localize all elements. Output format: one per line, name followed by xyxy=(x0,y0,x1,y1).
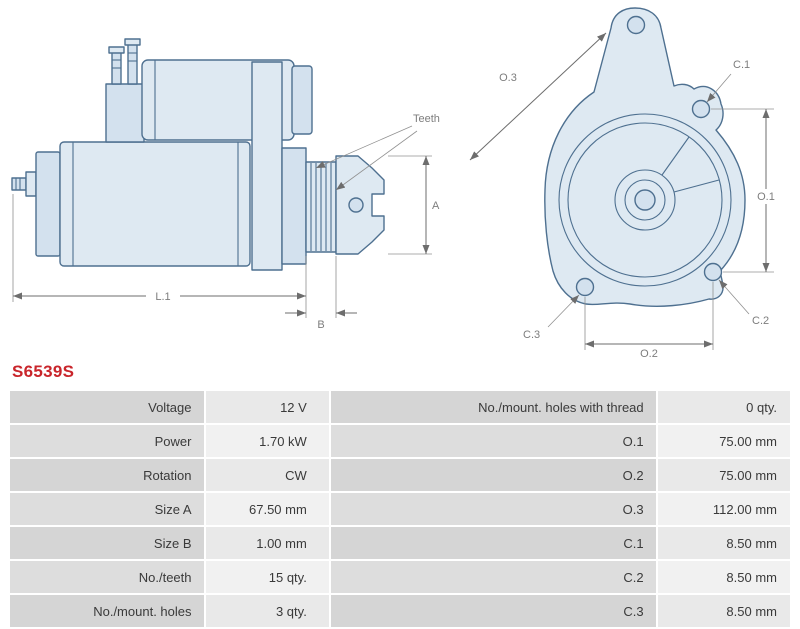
table-row: Voltage 12 V No./mount. holes with threa… xyxy=(10,391,790,423)
spec-label-left: Size B xyxy=(10,527,204,559)
dim-label-b: B xyxy=(317,319,324,331)
teeth-callout: Teeth xyxy=(315,113,440,191)
spec-value-left: 1.00 mm xyxy=(205,527,329,559)
spec-label-right: O.3 xyxy=(330,493,656,525)
dim-label-o3: O.3 xyxy=(499,72,517,84)
drive-housing xyxy=(251,61,307,271)
dimension-O1: O.1 xyxy=(711,108,783,273)
shaft-center xyxy=(634,189,656,211)
spec-label-left: Voltage xyxy=(10,391,204,423)
dim-label-l1: L.1 xyxy=(155,291,170,303)
table-row: No./teeth 15 qty. C.2 8.50 mm xyxy=(10,561,790,593)
table-row: Size B 1.00 mm C.1 8.50 mm xyxy=(10,527,790,559)
mount-hole-c3 xyxy=(575,277,595,297)
starter-motor-drawing: A L.1 B Teeth xyxy=(11,7,783,358)
dimension-C3: C.3 xyxy=(523,294,580,341)
table-row: Size A 67.50 mm O.3 112.00 mm xyxy=(10,493,790,525)
front-view: O.3 C.1 O.1 C.2 C.3 O.2 xyxy=(469,7,783,358)
rear-end-cap xyxy=(35,151,61,257)
nose-bracket xyxy=(335,155,385,255)
dim-label-c3: C.3 xyxy=(523,329,540,341)
spec-label-right: C.1 xyxy=(330,527,656,559)
dimension-C2: C.2 xyxy=(718,279,769,327)
spec-value-right: 112.00 mm xyxy=(657,493,790,525)
flange-circles xyxy=(558,113,732,287)
spec-value-left: 67.50 mm xyxy=(205,493,329,525)
mount-hole-c1 xyxy=(691,99,711,119)
spec-value-right: 8.50 mm xyxy=(657,527,790,559)
mount-hole-top xyxy=(626,15,646,35)
mount-hole-c2 xyxy=(703,262,723,282)
dimension-L1: L.1 xyxy=(12,194,307,318)
spec-value-right: 8.50 mm xyxy=(657,561,790,593)
spec-label-left: No./mount. holes xyxy=(10,595,204,627)
dim-label-c1: C.1 xyxy=(733,59,750,71)
sector-lines xyxy=(661,136,720,193)
pinion-gear xyxy=(305,161,337,253)
mounting-flange xyxy=(544,7,746,307)
dim-label-a: A xyxy=(432,200,440,212)
spec-label-right: C.2 xyxy=(330,561,656,593)
dimension-A: A xyxy=(388,155,440,255)
table-row: No./mount. holes 3 qty. C.3 8.50 mm xyxy=(10,595,790,627)
spec-value-right: 8.50 mm xyxy=(657,595,790,627)
spec-label-right: O.2 xyxy=(330,459,656,491)
spec-value-right: 75.00 mm xyxy=(657,459,790,491)
spec-label-right: C.3 xyxy=(330,595,656,627)
dimension-B: B xyxy=(285,256,357,331)
spec-label-left: No./teeth xyxy=(10,561,204,593)
dim-label-teeth: Teeth xyxy=(413,113,440,125)
technical-drawing: A L.1 B Teeth xyxy=(11,7,783,358)
spec-label-left: Size A xyxy=(10,493,204,525)
side-view: A L.1 B Teeth xyxy=(11,38,440,331)
spec-value-left: 3 qty. xyxy=(205,595,329,627)
spec-value-right: 75.00 mm xyxy=(657,425,790,457)
spec-label-right: O.1 xyxy=(330,425,656,457)
dimension-O3: O.3 xyxy=(469,32,607,161)
rear-terminal-stud xyxy=(11,171,37,197)
spec-value-left: CW xyxy=(205,459,329,491)
dim-label-o2: O.2 xyxy=(640,348,658,358)
dim-label-o1: O.1 xyxy=(757,191,775,203)
spec-table: Voltage 12 V No./mount. holes with threa… xyxy=(8,389,792,629)
table-row: Rotation CW O.2 75.00 mm xyxy=(10,459,790,491)
dimension-C1: C.1 xyxy=(706,59,750,103)
spec-value-left: 12 V xyxy=(205,391,329,423)
spec-value-left: 15 qty. xyxy=(205,561,329,593)
spec-value-left: 1.70 kW xyxy=(205,425,329,457)
dim-label-c2: C.2 xyxy=(752,315,769,327)
dimension-O2: O.2 xyxy=(584,282,714,358)
spec-label-left: Power xyxy=(10,425,204,457)
spec-label-right: No./mount. holes with thread xyxy=(330,391,656,423)
spec-value-right: 0 qty. xyxy=(657,391,790,423)
spec-label-left: Rotation xyxy=(10,459,204,491)
part-number: S6539S xyxy=(12,362,75,381)
table-row: Power 1.70 kW O.1 75.00 mm xyxy=(10,425,790,457)
motor-body xyxy=(59,141,251,267)
